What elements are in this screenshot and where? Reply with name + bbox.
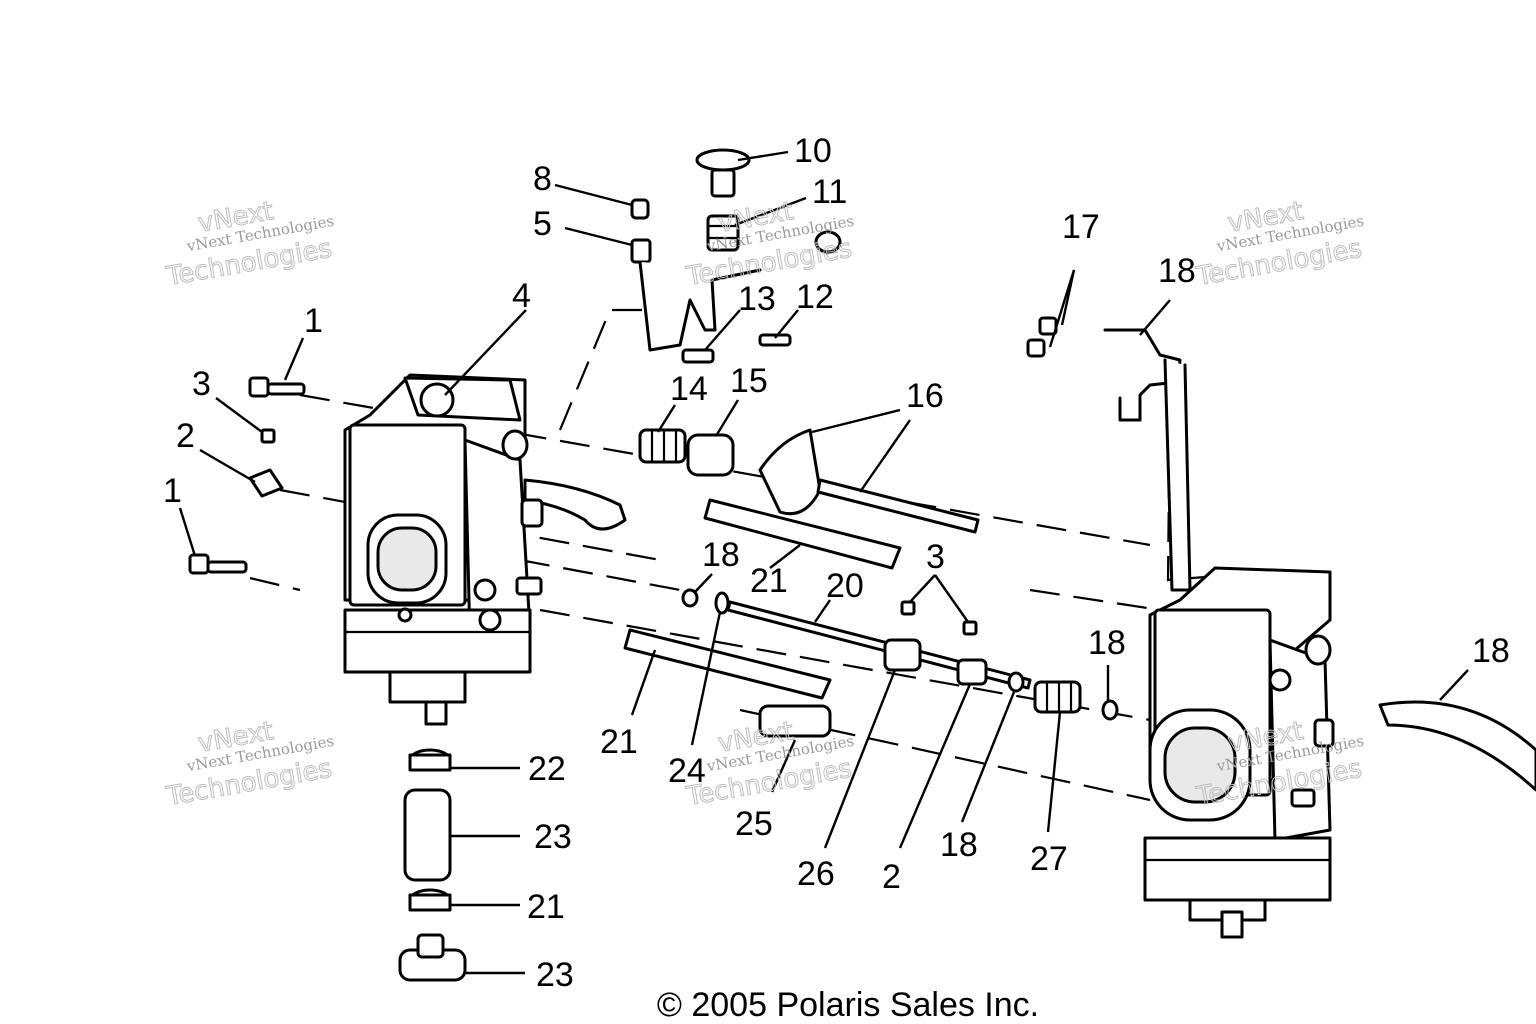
callout-21-upper: 22 xyxy=(528,750,566,788)
callout-23: 23 xyxy=(536,956,574,994)
callout-15: 17 xyxy=(1062,208,1100,246)
callout-20-upper: 21 xyxy=(750,562,788,600)
callout-3-left: 3 xyxy=(192,365,211,403)
callout-21-lower: 21 xyxy=(527,888,565,926)
callout-6: 8 xyxy=(533,160,552,198)
callout-5: 5 xyxy=(533,205,552,243)
callout-20-lower: 21 xyxy=(600,723,638,761)
callout-2-right: 2 xyxy=(882,858,901,896)
callout-17: 18 xyxy=(1472,632,1510,670)
callout-26: 26 xyxy=(797,855,835,893)
right-carburetor xyxy=(1143,566,1335,939)
callout-24: 24 xyxy=(668,752,706,790)
callout-18-left: 18 xyxy=(702,536,740,574)
callout-11: 13 xyxy=(738,280,776,318)
callout-16: 18 xyxy=(1158,252,1196,290)
callout-25: 25 xyxy=(735,805,773,843)
callout-3-right: 3 xyxy=(926,538,945,576)
small-parts xyxy=(188,148,1192,982)
callout-labels: 8 5 10 11 4 13 12 1 3 14 15 16 2 1 17 18… xyxy=(163,132,1510,994)
callout-27: 27 xyxy=(1030,840,1068,878)
fuel-hose xyxy=(1378,700,1536,792)
callout-7: 10 xyxy=(794,132,832,170)
callout-8: 11 xyxy=(812,173,847,211)
callout-10: 12 xyxy=(796,278,834,316)
leader-lines xyxy=(178,150,1469,975)
callout-14: 16 xyxy=(906,377,944,415)
callout-22: 23 xyxy=(534,818,572,856)
callout-1-upper: 1 xyxy=(304,302,323,340)
callout-13: 15 xyxy=(730,362,768,400)
callout-2-left: 2 xyxy=(176,417,195,455)
callout-12: 14 xyxy=(670,370,708,408)
callout-18-right: 18 xyxy=(1088,624,1126,662)
callout-18-mid: 18 xyxy=(940,826,978,864)
callout-19: 20 xyxy=(826,567,864,605)
callout-4: 4 xyxy=(512,277,531,315)
callout-1-lower: 1 xyxy=(163,472,182,510)
left-carburetor xyxy=(343,373,627,726)
copyright-notice: © 2005 Polaris Sales Inc. xyxy=(656,986,1040,1024)
